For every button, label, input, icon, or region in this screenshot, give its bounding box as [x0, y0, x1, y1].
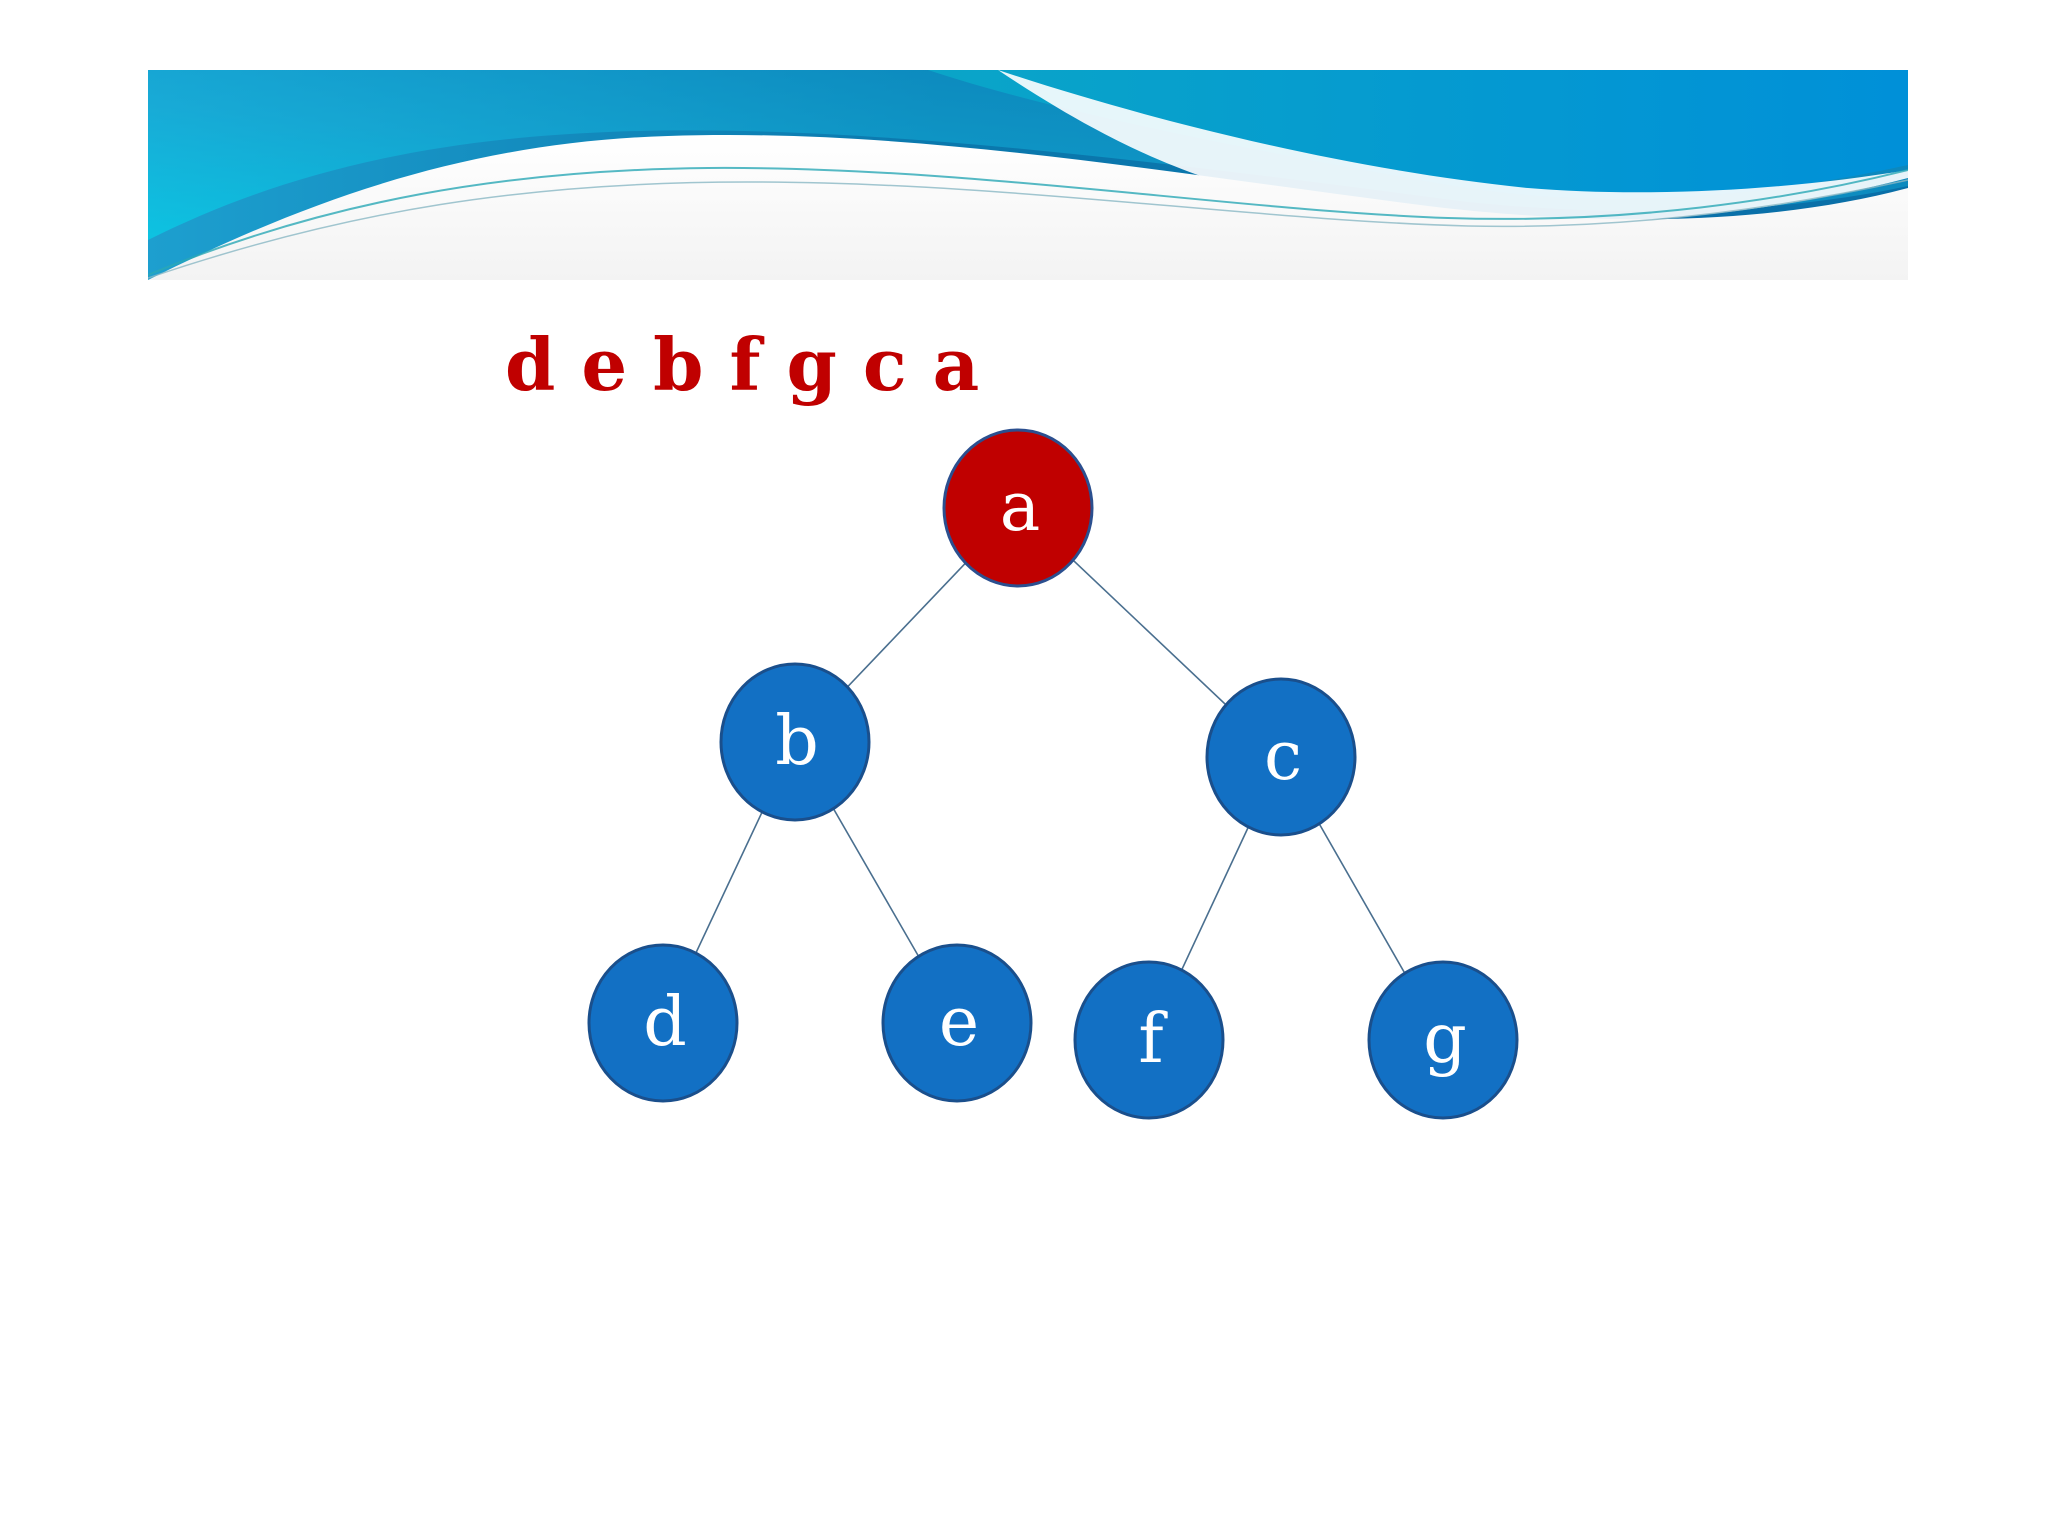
tree-node-label: g [1423, 1000, 1467, 1079]
tree-node-f: f [1073, 960, 1225, 1120]
tree-node-g: g [1367, 960, 1519, 1120]
tree-node-circle [719, 662, 871, 822]
tree-node-circle [1367, 960, 1519, 1120]
tree-node-label: b [775, 702, 819, 781]
tree-node-label: c [1264, 717, 1302, 796]
tree-node-d: d [587, 943, 739, 1103]
tree-node-label: a [1000, 468, 1041, 547]
tree-node-label: d [643, 983, 687, 1062]
sequence-item: a [932, 322, 980, 407]
tree-node-circle [881, 943, 1033, 1103]
tree-node-label: e [939, 983, 979, 1062]
sequence-item: g [786, 322, 837, 407]
traversal-sequence: d e b f g c a [505, 322, 1005, 422]
tree-node-a: a [942, 428, 1094, 588]
tree-node-label: f [1138, 1000, 1168, 1079]
tree-node-b: b [719, 662, 871, 822]
tree-node-circle [587, 943, 739, 1103]
tree-node-e: e [881, 943, 1033, 1103]
sequence-item: e [581, 322, 628, 407]
sequence-item: f [729, 322, 761, 407]
header-wave-banner [148, 70, 1908, 280]
tree-node-circle [942, 428, 1094, 588]
sequence-item: b [653, 322, 704, 407]
tree-node-circle [1205, 677, 1357, 837]
tree-node-c: c [1205, 677, 1357, 837]
tree-node-circle [1073, 960, 1225, 1120]
sequence-item: c [862, 322, 907, 407]
sequence-item: d [505, 322, 556, 407]
